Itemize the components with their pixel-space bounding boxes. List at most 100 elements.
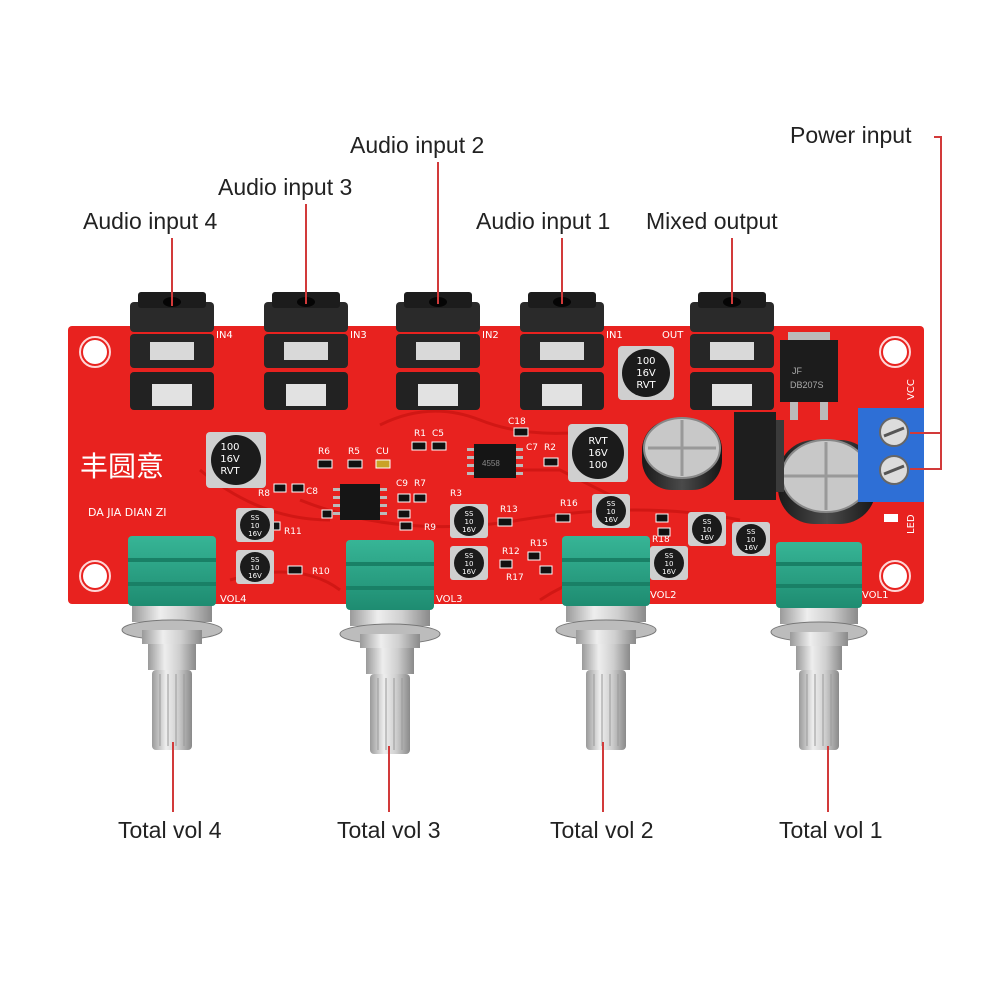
svg-text:100: 100 bbox=[220, 442, 239, 453]
svg-text:16V: 16V bbox=[462, 526, 476, 534]
svg-text:16V: 16V bbox=[588, 448, 608, 459]
jack-silk-labels: IN4 IN3 IN2 IN1 OUT bbox=[216, 330, 684, 341]
jack-in2 bbox=[396, 292, 480, 410]
large-caps bbox=[642, 417, 876, 524]
leader-total-vol-2 bbox=[602, 742, 604, 812]
leader-power-input-v bbox=[940, 136, 942, 468]
pot-silk-labels: VOL4 VOL3 VOL2 VOL1 bbox=[220, 590, 888, 605]
chip-text: 4558 bbox=[482, 459, 500, 468]
component-refs: R6 R5 CU R1 C5 C18 C7 R2 R8 C8 C9 R7 R3 … bbox=[258, 417, 670, 583]
svg-text:16V: 16V bbox=[744, 544, 758, 552]
svg-text:10: 10 bbox=[607, 508, 616, 516]
ic-chips: 4558 bbox=[333, 444, 523, 520]
silk-out: OUT bbox=[662, 330, 684, 341]
label-audio-input-2: Audio input 2 bbox=[350, 132, 485, 158]
jack-in1 bbox=[520, 292, 604, 410]
svg-text:16V: 16V bbox=[636, 368, 656, 379]
svg-text:R5: R5 bbox=[348, 447, 360, 457]
silk-in3: IN3 bbox=[350, 330, 367, 341]
svg-text:CU: CU bbox=[376, 447, 389, 457]
terminal-block bbox=[858, 408, 924, 502]
svg-text:R10: R10 bbox=[312, 567, 330, 577]
leader-audio-input-1 bbox=[561, 238, 563, 304]
svg-text:16V: 16V bbox=[700, 534, 714, 542]
leader-audio-input-2 bbox=[437, 162, 439, 304]
svg-text:10: 10 bbox=[251, 564, 260, 572]
label-total-vol-2: Total vol 2 bbox=[550, 817, 654, 843]
svg-text:10: 10 bbox=[703, 526, 712, 534]
power-components: JF DB207S bbox=[734, 332, 838, 500]
label-total-vol-1: Total vol 1 bbox=[779, 817, 883, 843]
svg-text:SS: SS bbox=[747, 528, 756, 536]
svg-text:VOL2: VOL2 bbox=[650, 590, 676, 601]
svg-text:C8: C8 bbox=[306, 487, 318, 497]
svg-text:RVT: RVT bbox=[220, 466, 240, 477]
svg-text:SS: SS bbox=[465, 510, 474, 518]
svg-text:SS: SS bbox=[607, 500, 616, 508]
svg-text:R12: R12 bbox=[502, 547, 520, 557]
svg-text:R3: R3 bbox=[450, 489, 462, 499]
bridge-label: DB207S bbox=[790, 380, 824, 390]
jack-out bbox=[690, 292, 774, 410]
svg-text:C9: C9 bbox=[396, 479, 408, 489]
led bbox=[884, 514, 898, 522]
svg-text:R11: R11 bbox=[284, 527, 302, 537]
led-label: LED bbox=[906, 514, 917, 534]
svg-text:R16: R16 bbox=[560, 499, 578, 509]
brand-pinyin: DA JIA DIAN ZI bbox=[88, 506, 167, 519]
svg-text:10: 10 bbox=[747, 536, 756, 544]
svg-text:RVT: RVT bbox=[636, 380, 656, 391]
brand-chinese: 丰圆意 bbox=[80, 450, 164, 483]
smd-resistors bbox=[267, 427, 671, 575]
svg-text:VOL3: VOL3 bbox=[436, 594, 462, 605]
svg-text:16V: 16V bbox=[604, 516, 618, 524]
silk-in1: IN1 bbox=[606, 330, 623, 341]
svg-text:SS: SS bbox=[251, 556, 260, 564]
svg-text:C18: C18 bbox=[508, 417, 526, 427]
svg-text:10: 10 bbox=[251, 522, 260, 530]
leader-total-vol-4 bbox=[172, 742, 174, 812]
svg-text:R18: R18 bbox=[652, 535, 670, 545]
svg-text:100: 100 bbox=[636, 356, 655, 367]
svg-text:R7: R7 bbox=[414, 479, 426, 489]
svg-text:SS: SS bbox=[703, 518, 712, 526]
leader-total-vol-1 bbox=[827, 746, 829, 812]
silk-in4: IN4 bbox=[216, 330, 233, 341]
mounting-holes bbox=[79, 336, 911, 592]
label-mixed-output: Mixed output bbox=[646, 208, 778, 234]
label-audio-input-4: Audio input 4 bbox=[83, 208, 218, 234]
svg-text:SS: SS bbox=[251, 514, 260, 522]
svg-text:VOL1: VOL1 bbox=[862, 590, 888, 601]
leader-audio-input-3 bbox=[305, 204, 307, 304]
leader-power-input-tick2 bbox=[910, 468, 942, 470]
jack-in3 bbox=[264, 292, 348, 410]
bridge-brand: JF bbox=[792, 366, 803, 376]
svg-text:R15: R15 bbox=[530, 539, 548, 549]
svg-text:100: 100 bbox=[588, 460, 607, 471]
svg-text:16V: 16V bbox=[462, 568, 476, 576]
label-power-input: Power input bbox=[790, 122, 912, 148]
svg-text:10: 10 bbox=[465, 560, 474, 568]
label-audio-input-1: Audio input 1 bbox=[476, 208, 611, 234]
svg-text:C7: C7 bbox=[526, 443, 538, 453]
svg-text:C5: C5 bbox=[432, 429, 444, 439]
svg-text:R2: R2 bbox=[544, 443, 556, 453]
svg-text:16V: 16V bbox=[248, 572, 262, 580]
svg-text:R6: R6 bbox=[318, 447, 330, 457]
leader-power-input-tick1 bbox=[910, 432, 942, 434]
silk-in2: IN2 bbox=[482, 330, 499, 341]
svg-text:R17: R17 bbox=[506, 573, 524, 583]
vcc-label: VCC bbox=[906, 379, 917, 400]
svg-text:10: 10 bbox=[465, 518, 474, 526]
svg-text:R13: R13 bbox=[500, 505, 518, 515]
svg-text:R9: R9 bbox=[424, 523, 436, 533]
svg-text:10: 10 bbox=[665, 560, 674, 568]
svg-text:16V: 16V bbox=[248, 530, 262, 538]
leader-mixed-output bbox=[731, 238, 733, 304]
svg-text:16V: 16V bbox=[662, 568, 676, 576]
svg-text:RVT: RVT bbox=[588, 436, 608, 447]
svg-text:SS: SS bbox=[465, 552, 474, 560]
